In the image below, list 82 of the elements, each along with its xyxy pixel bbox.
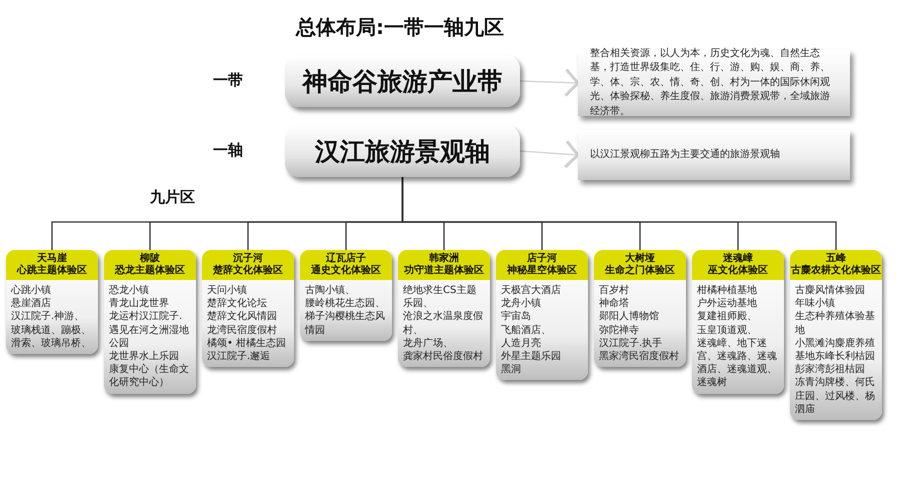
description-box: 整合相关资源，以人为本，历史文化为魂、自然生态基，打造世界级集吃、住、行、游、购、娱、商、养、学、体、宗、农、情、奇、创、村为一体的国际休闲观光、体验探秘、养生度假、旅游消费景观带，全域旅游经济带。: [578, 50, 850, 116]
zone-card: [594, 250, 686, 368]
zone-name: 辽瓦店子: [325, 253, 367, 264]
description-box: 以汉江景观柳五路为主要交通的旅游景观轴: [578, 130, 850, 180]
section-label: 九片区: [150, 188, 195, 207]
attraction-item: 龚家村民俗度假村: [403, 350, 484, 364]
attraction-item: 迷魂嶂、地下迷宫、迷魂路、迷魂酒店、迷魂道观、迷魂树: [697, 336, 778, 390]
zone-theme: 楚辞文化体验区: [212, 265, 284, 277]
zone-theme: 通史文化体验区: [310, 265, 382, 277]
attraction-item: 龙舟广场、: [403, 336, 454, 350]
attraction-item: 康复中心（生命文化研究中心）: [109, 363, 190, 390]
zone-card: [398, 250, 490, 368]
diagram-title: 总体布局:一带一轴九区: [294, 14, 505, 41]
attraction-item: 复建祖师殿、: [697, 310, 758, 324]
attraction-item: 郧阳人博物馆: [599, 310, 660, 324]
zone-name: 韩家洲: [428, 253, 460, 264]
zone-name: 店子河: [526, 253, 558, 264]
chevron-arrow: [520, 68, 580, 98]
attraction-item: 冻青沟牌楼、何氏庄园、过风楼、杨泗庙: [795, 376, 876, 416]
attraction-item: 楚辞文化风情园: [207, 310, 278, 324]
attraction-item: 弥陀禅寺: [599, 324, 640, 337]
zone-card: [6, 250, 98, 354]
attraction-item: 腰岭桃花生态园、: [305, 297, 386, 310]
zone-theme: 古麋农耕文化体验区: [790, 265, 882, 277]
attraction-item: 沧浪之水温泉度假村、: [403, 310, 484, 337]
zone-theme: 恐龙主题体验区: [114, 265, 186, 277]
attraction-item: 人造月亮: [501, 336, 542, 350]
attraction-item: 玉皇顶道观、: [697, 324, 758, 337]
attraction-item: 彭家湾彭祖桔园: [795, 363, 866, 376]
attraction-item: 宇宙岛: [501, 310, 532, 324]
attraction-item: 汉江院子.执手: [599, 336, 664, 350]
zone-theme: 生命之门体验区: [604, 265, 676, 277]
attraction-item: 青龙山龙世界: [109, 297, 170, 310]
chevron-arrow: [520, 140, 580, 169]
zone-card: [300, 250, 392, 341]
attraction-item: 绝地求生CS主题乐园、: [403, 284, 478, 310]
side-label: 一带: [213, 71, 243, 90]
zone-card: [692, 250, 784, 394]
zone-name: 大树垭: [624, 253, 656, 264]
attraction-item: 古陶小镇、: [305, 284, 356, 298]
attraction-item: 柑橘种植基地: [697, 284, 758, 298]
zone-card: [104, 250, 196, 394]
attraction-item: 生态种养殖体验基地: [795, 310, 876, 337]
attraction-item: 龙舟小镇: [501, 297, 542, 310]
attraction-item: 黑洞: [501, 363, 522, 376]
zone-theme: 心跳主题体验区: [16, 265, 88, 277]
attraction-item: 龙世界水上乐园: [109, 350, 180, 364]
attraction-item: 户外运动基地: [697, 297, 758, 310]
attraction-item: 楚辞文化论坛: [207, 297, 268, 310]
band-box: 汉江旅游景观轴: [285, 125, 520, 177]
attraction-item: 龙运村汉江院子.遇见在河之洲湿地公园: [109, 310, 190, 350]
zone-card: [496, 250, 588, 380]
attraction-item: 古麋风情体验园: [795, 284, 866, 298]
zone-name: 天马崖: [36, 253, 68, 264]
attraction-item: 心跳小镇: [11, 284, 52, 298]
attraction-item: 黑家湾民宿度假村: [599, 350, 680, 364]
attraction-item: 百岁村: [599, 284, 630, 298]
attraction-item: 年味小镇: [795, 297, 836, 310]
zone-name: 沉子河: [232, 253, 264, 264]
attraction-item: 小黑滩沟麋鹿养殖基地东峰长利桔园: [795, 336, 876, 364]
band-box: 神命谷旅游产业带: [285, 55, 520, 107]
side-label: 一轴: [213, 141, 243, 160]
zone-theme: 功守道主题体验区: [403, 265, 485, 277]
zone-name: 柳陂: [138, 253, 161, 264]
attraction-item: 橘颂• 柑橘生态园: [207, 336, 288, 350]
zone-card: [790, 250, 882, 420]
zone-theme: 神秘星空体验区: [506, 265, 578, 277]
attraction-item: 汉江院子.神游、玻璃栈道、蹦极、滑索、玻璃吊桥、: [11, 310, 92, 350]
zone-card: [202, 250, 294, 368]
attraction-item: 汉江院子.邂逅: [207, 350, 272, 364]
attraction-item: 梯子沟樱桃生态风情园: [305, 310, 386, 337]
attraction-item: 天极宫大酒店: [501, 284, 562, 298]
attraction-item: 悬崖酒店: [11, 297, 52, 310]
zone-theme: 巫文化体验区: [706, 265, 769, 277]
attraction-item: 龙湾民宿度假村: [207, 324, 278, 337]
attraction-item: 飞船酒店、: [501, 324, 552, 337]
attraction-item: 恐龙小镇: [109, 284, 150, 298]
attraction-item: 天问小镇: [207, 284, 248, 298]
attraction-item: 外星主题乐园: [501, 350, 562, 364]
zone-name: 迷魂嶂: [722, 253, 754, 264]
attraction-item: 神命塔: [599, 297, 629, 310]
zone-name: 五峰: [825, 253, 847, 264]
